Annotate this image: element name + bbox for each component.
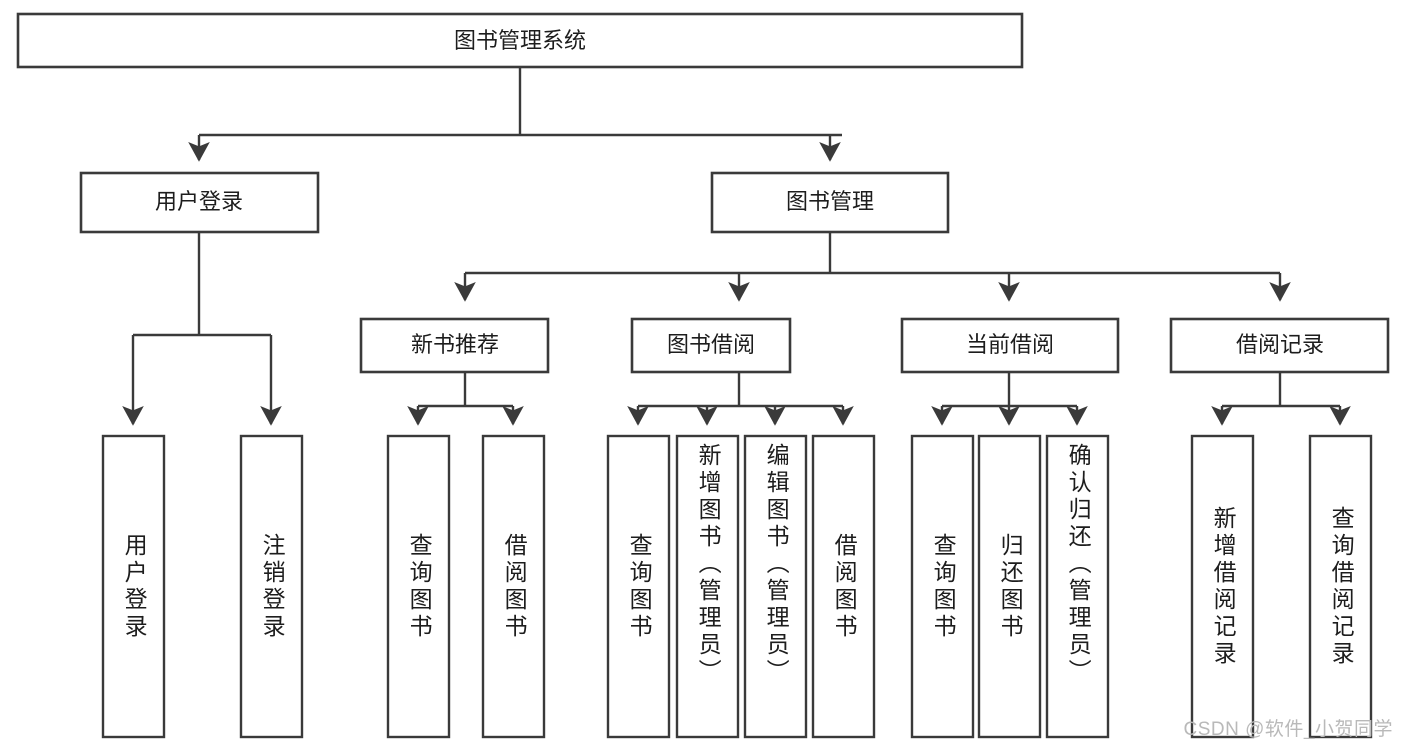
node-book-management-box[interactable] [710,171,950,234]
connector-userlogin-to-leaves [122,233,282,426]
node-book-borrow-box[interactable] [630,317,792,374]
node-new-book-recommend-box[interactable] [359,317,550,374]
connector-borrow-to-leaves [627,372,854,426]
leaf-box-6[interactable] [743,434,808,739]
connector-root-to-level2 [188,67,842,162]
leaf-box-10[interactable] [1045,434,1110,739]
node-book-borrow-label: 图书借阅 [667,332,755,357]
node-root-box[interactable] [16,12,1024,69]
leaf-box-9[interactable] [977,434,1042,739]
node-new-book-recommend-label: 新书推荐 [411,332,499,357]
node-borrow-record[interactable]: 借阅记录 [1169,317,1390,374]
leaf-box-12[interactable] [1308,434,1373,739]
leaf-box-0[interactable] [101,434,166,739]
node-current-borrow-box[interactable] [900,317,1120,374]
node-book-management[interactable]: 图书管理 [710,171,950,234]
node-book-management-label: 图书管理 [786,189,874,214]
connector-bookmgmt-to-level3 [454,233,1291,302]
node-user-login-box[interactable] [79,171,320,234]
node-book-borrow[interactable]: 图书借阅 [630,317,792,374]
node-current-borrow-label: 当前借阅 [966,332,1054,357]
connector-records-to-leaves [1211,372,1351,426]
node-current-borrow[interactable]: 当前借阅 [900,317,1120,374]
connector-current-to-leaves [931,372,1088,426]
connector-newbook-to-leaves [407,372,524,426]
leaf-box-11[interactable] [1190,434,1255,739]
leaf-box-2[interactable] [386,434,451,739]
node-new-book-recommend[interactable]: 新书推荐 [359,317,550,374]
node-root[interactable]: 图书管理系统 [16,12,1024,69]
node-borrow-record-box[interactable] [1169,317,1390,374]
leaf-box-8[interactable] [910,434,975,739]
node-user-login[interactable]: 用户登录 [79,171,320,234]
node-borrow-record-label: 借阅记录 [1236,332,1324,357]
node-root-label: 图书管理系统 [454,28,586,53]
node-user-login-label: 用户登录 [155,189,243,214]
leaf-box-4[interactable] [606,434,671,739]
leaf-boxes [101,434,1373,739]
leaf-box-7[interactable] [811,434,876,739]
leaf-box-1[interactable] [239,434,304,739]
leaf-box-3[interactable] [481,434,546,739]
leaf-box-5[interactable] [675,434,740,739]
